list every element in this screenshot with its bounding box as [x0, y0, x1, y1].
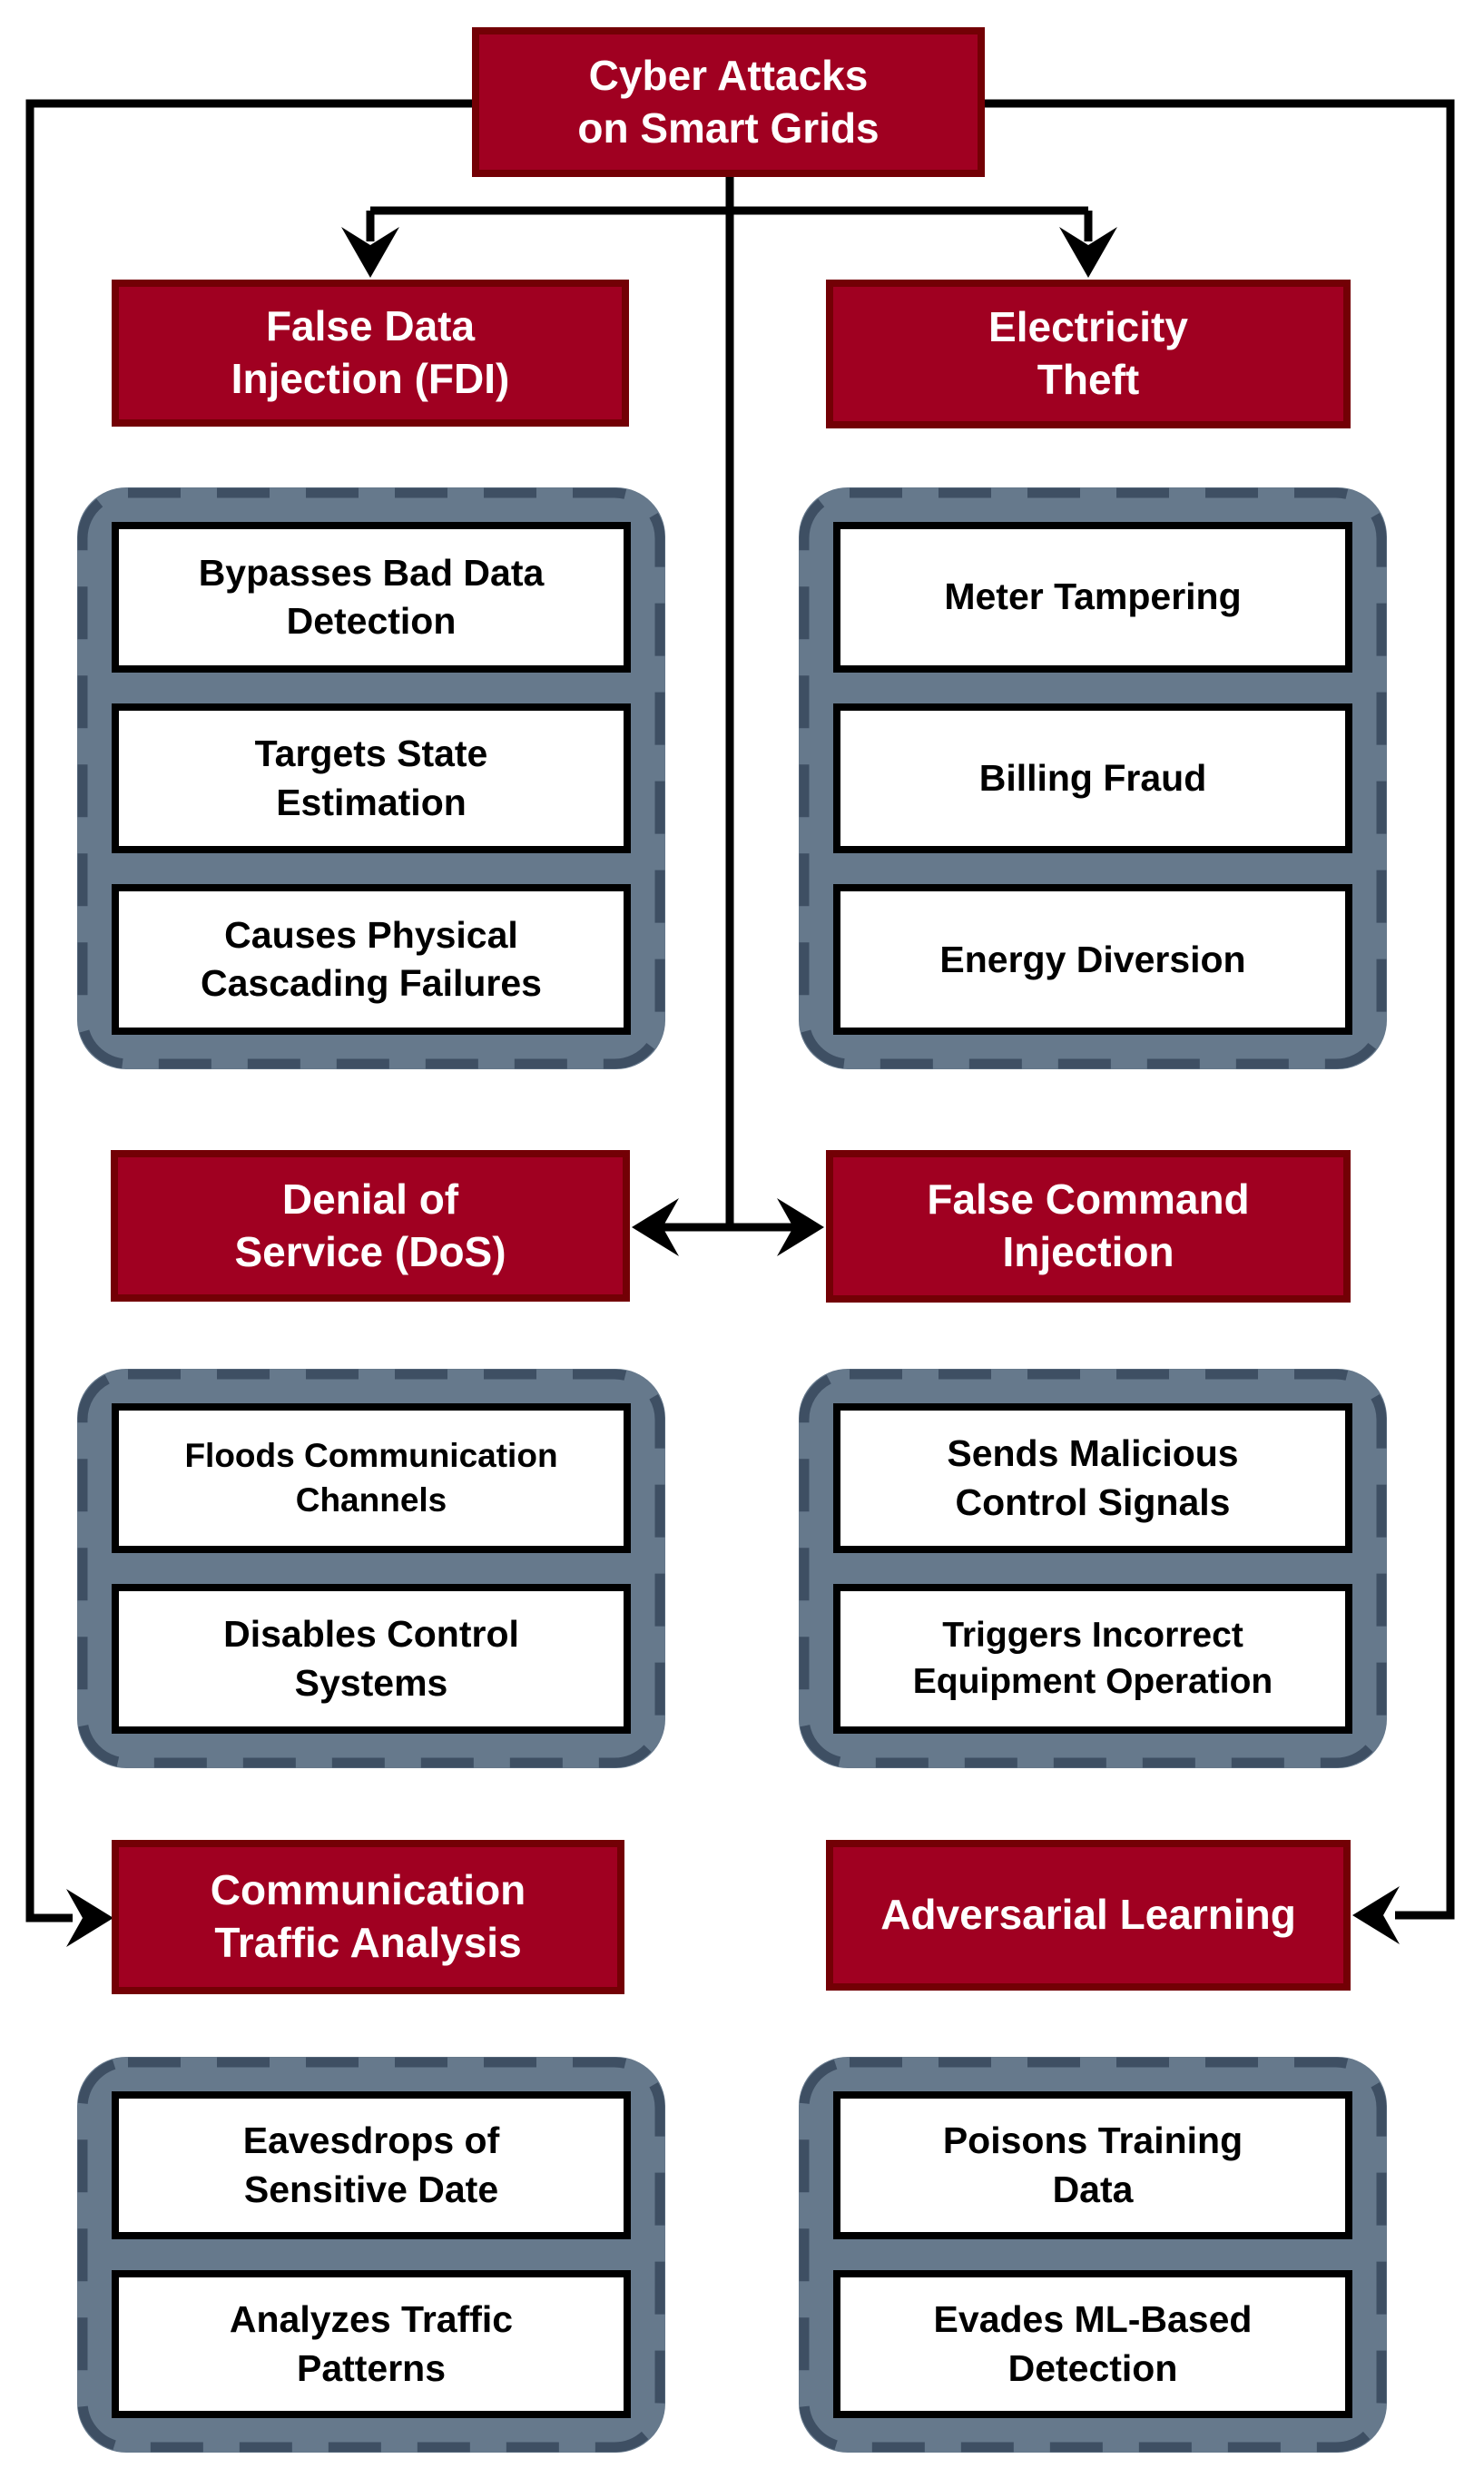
- detail-text-line: Floods Communication: [184, 1437, 558, 1475]
- detail-text-line: Equipment Operation: [912, 1661, 1273, 1701]
- detail-text-line: Estimation: [276, 781, 467, 823]
- detail-disables-control-systems: Disables Control Systems: [112, 1584, 631, 1734]
- detail-text-line: Control Signals: [955, 1480, 1231, 1523]
- node-adversarial-learning: Adversarial Learning: [826, 1840, 1351, 1991]
- node-cyber-attacks: Cyber Attacks on Smart Grids: [472, 27, 985, 177]
- detail-text-line: Meter Tampering: [944, 575, 1242, 618]
- detail-text-line: Data: [1052, 2168, 1134, 2210]
- detail-text-line: Channels: [295, 1480, 447, 1519]
- panel-false-data-injection: Bypasses Bad Data Detection Targets Stat…: [77, 487, 665, 1069]
- panel-denial-of-service: Floods Communication Channels Disables C…: [77, 1369, 665, 1768]
- detail-text-line: Detection: [286, 599, 457, 642]
- detail-text-line: Patterns: [296, 2346, 447, 2389]
- arrowhead-right-icon: [777, 1198, 824, 1256]
- detail-floods-communication-channels: Floods Communication Channels: [112, 1403, 631, 1553]
- detail-text-line: Disables Control: [223, 1613, 519, 1656]
- detail-poisons-training-data: Poisons Training Data: [833, 2091, 1352, 2239]
- node-denial-of-service: Denial of Service (DoS): [111, 1150, 630, 1302]
- node-label-line: Denial of: [281, 1175, 459, 1223]
- detail-text-line: Targets State: [254, 733, 488, 775]
- node-label-line: on Smart Grids: [577, 103, 880, 152]
- node-communication-traffic-analysis: Communication Traffic Analysis: [112, 1840, 624, 1994]
- connector-left-rail: [25, 99, 474, 1923]
- detail-energy-diversion: Energy Diversion: [833, 884, 1352, 1036]
- node-false-command-injection: False Command Injection: [826, 1150, 1351, 1303]
- detail-text-line: Causes Physical: [224, 913, 518, 956]
- node-label-line: Communication: [210, 1866, 526, 1914]
- detail-causes-cascading-failures: Causes Physical Cascading Failures: [112, 884, 631, 1036]
- node-label-line: False Data: [265, 302, 476, 350]
- panel-adversarial-learning: Poisons Training Data Evades ML-Based De…: [799, 2057, 1387, 2453]
- node-label-line: Adversarial Learning: [880, 1891, 1296, 1939]
- detail-bypasses-bad-data-detection: Bypasses Bad Data Detection: [112, 522, 631, 673]
- detail-text-line: Eavesdrops of: [242, 2119, 500, 2162]
- detail-meter-tampering: Meter Tampering: [833, 522, 1352, 673]
- arrowhead-right-icon: [66, 1889, 113, 1947]
- node-label-line: False Command: [927, 1175, 1250, 1224]
- node-label-line: Electricity: [988, 303, 1188, 351]
- detail-text-line: Poisons Training: [942, 2119, 1243, 2162]
- node-electricity-theft: Electricity Theft: [826, 280, 1351, 428]
- arrowhead-down-icon: [341, 227, 399, 278]
- node-label-line: Traffic Analysis: [214, 1919, 522, 1966]
- detail-sends-malicious-control-signals: Sends Malicious Control Signals: [833, 1403, 1352, 1553]
- detail-billing-fraud: Billing Fraud: [833, 703, 1352, 854]
- detail-eavesdrops-sensitive-date: Eavesdrops of Sensitive Date: [112, 2091, 631, 2239]
- detail-text-line: Evades ML-Based: [933, 2298, 1253, 2341]
- detail-targets-state-estimation: Targets State Estimation: [112, 703, 631, 854]
- detail-analyzes-traffic-patterns: Analyzes Traffic Patterns: [112, 2270, 631, 2418]
- node-label-line: Cyber Attacks: [588, 51, 869, 99]
- panel-electricity-theft: Meter Tampering Billing Fraud Energy Div…: [799, 487, 1387, 1069]
- detail-evades-ml-based-detection: Evades ML-Based Detection: [833, 2270, 1352, 2418]
- connector-right-rail: [985, 99, 1455, 1920]
- node-label-line: Service (DoS): [234, 1227, 506, 1275]
- node-label-line: Theft: [1037, 356, 1140, 403]
- detail-text-line: Sensitive Date: [243, 2168, 499, 2210]
- detail-text-line: Billing Fraud: [978, 756, 1207, 799]
- detail-text-line: Detection: [1007, 2346, 1178, 2389]
- node-false-data-injection: False Data Injection (FDI): [112, 280, 629, 427]
- detail-text-line: Analyzes Traffic: [229, 2298, 514, 2341]
- arrowhead-left-icon: [632, 1198, 679, 1256]
- node-label-line: Injection (FDI): [231, 355, 510, 402]
- node-label-line: Injection: [1002, 1228, 1174, 1275]
- arrowhead-down-icon: [1059, 227, 1117, 278]
- detail-text-line: Energy Diversion: [939, 938, 1246, 980]
- panel-communication-traffic-analysis: Eavesdrops of Sensitive Date Analyzes Tr…: [77, 2057, 665, 2453]
- detail-text-line: Systems: [294, 1661, 448, 1704]
- panel-false-command-injection: Sends Malicious Control Signals Triggers…: [799, 1369, 1387, 1768]
- detail-text-line: Triggers Incorrect: [942, 1615, 1243, 1655]
- detail-triggers-incorrect-equipment-operation: Triggers Incorrect Equipment Operation: [833, 1584, 1352, 1734]
- arrowhead-left-icon: [1352, 1886, 1400, 1944]
- detail-text-line: Cascading Failures: [201, 962, 542, 1005]
- detail-text-line: Sends Malicious: [947, 1432, 1239, 1475]
- detail-text-line: Bypasses Bad Data: [198, 551, 545, 594]
